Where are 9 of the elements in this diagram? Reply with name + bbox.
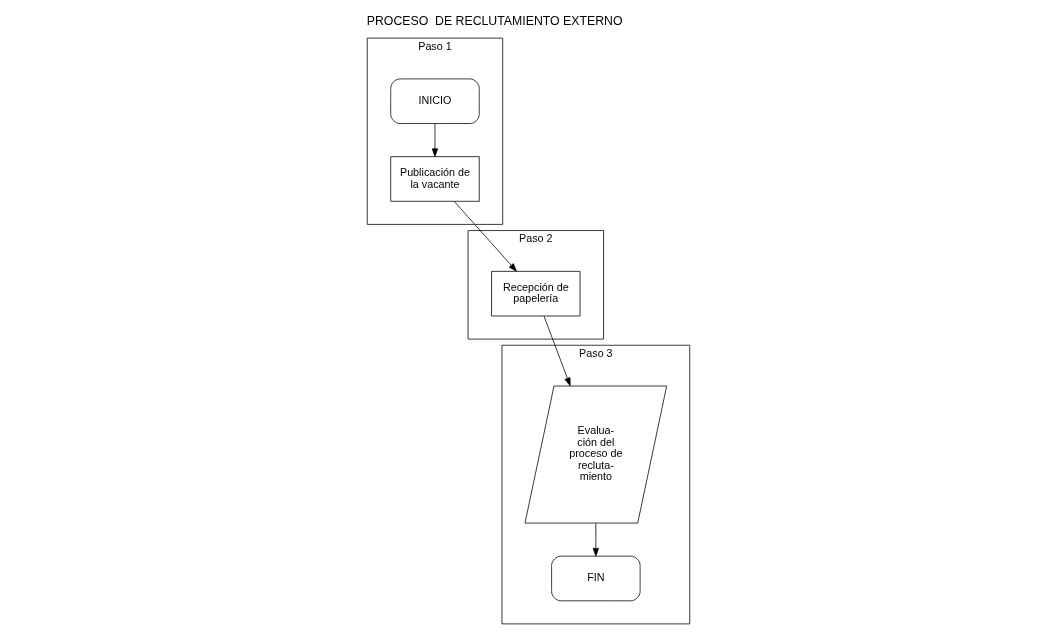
node-box: FIN: [550, 555, 640, 602]
node-box: Publicación de la vacante: [389, 156, 480, 202]
arrow: [431, 123, 438, 157]
node-box: INICIO: [389, 78, 480, 124]
node-box: Recepción de papelería: [490, 270, 580, 317]
arrow: [453, 201, 517, 272]
diagram-title: PROCESO DE RECLUTAMIENTO EXTERNO: [366, 13, 623, 28]
arrow: [592, 522, 599, 557]
arrow: [543, 315, 571, 387]
